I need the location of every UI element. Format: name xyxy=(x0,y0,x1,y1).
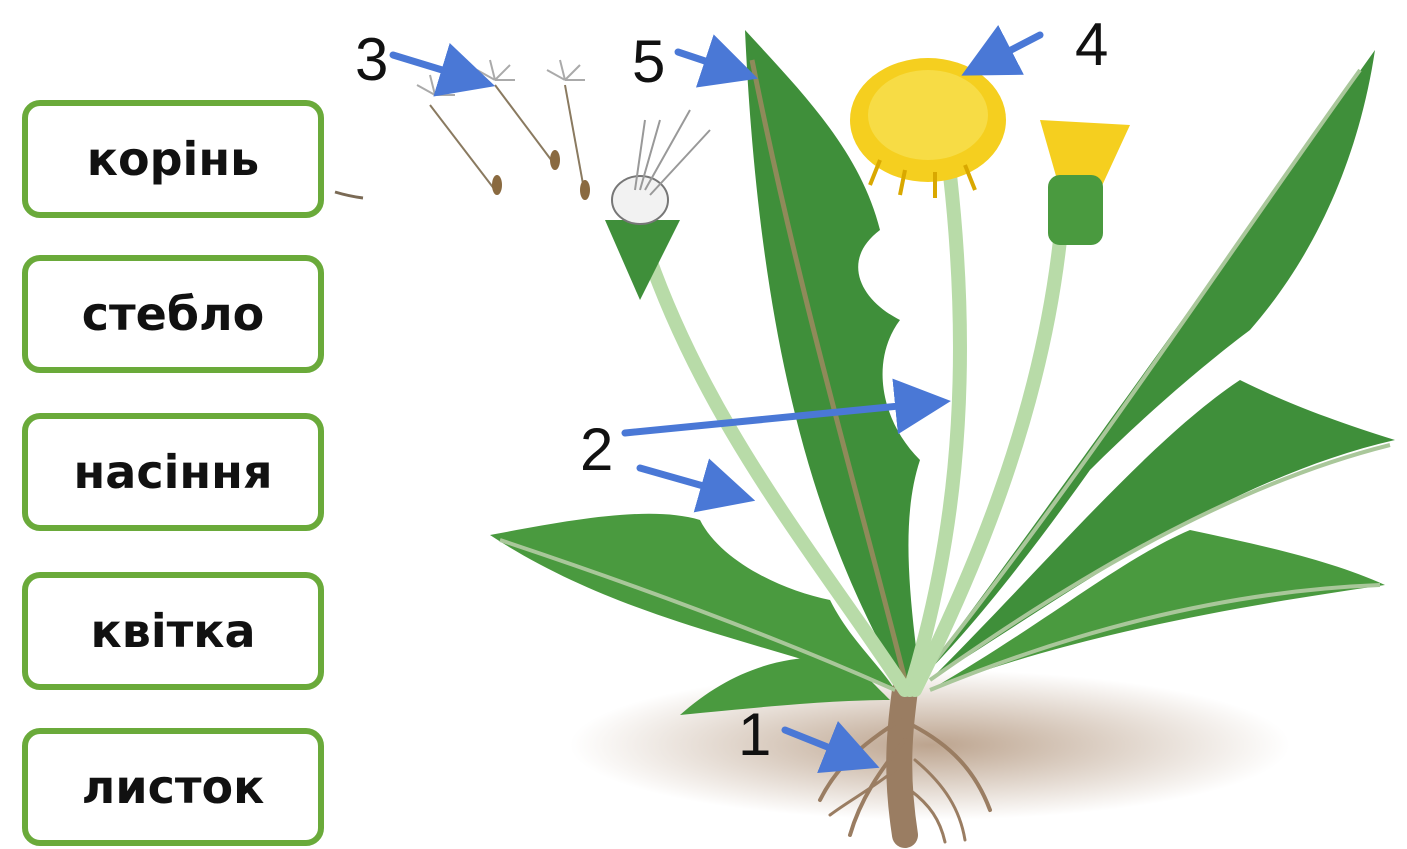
soil xyxy=(570,670,1290,820)
marker-5: 5 xyxy=(632,28,665,95)
flower-bud xyxy=(1040,120,1130,245)
arrow-2b xyxy=(640,468,735,495)
marker-1: 1 xyxy=(738,701,771,768)
open-flower xyxy=(850,58,1006,198)
root-wisp xyxy=(335,192,363,198)
marker-3: 3 xyxy=(355,26,388,93)
flying-seeds xyxy=(417,60,590,200)
arrow-4 xyxy=(980,35,1040,66)
marker-2: 2 xyxy=(580,416,613,483)
arrow-5 xyxy=(678,52,738,72)
arrow-3 xyxy=(393,55,475,80)
marker-4: 4 xyxy=(1075,11,1108,78)
